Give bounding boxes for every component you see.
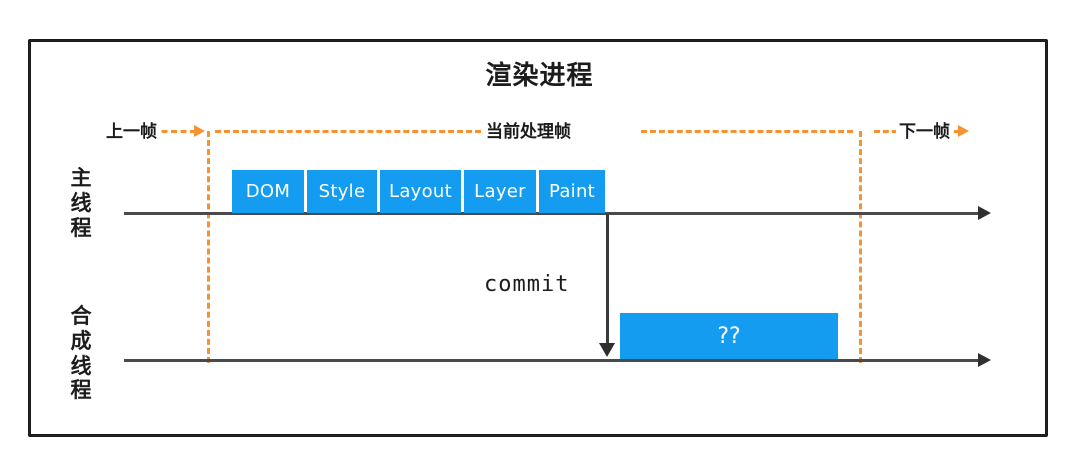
compositor-thread-arrow-icon: [978, 353, 991, 367]
previous-frame-label: 上一帧: [103, 117, 160, 142]
pipeline-stage-style[interactable]: Style: [307, 170, 377, 213]
main-thread-label-char-3: 程: [70, 215, 92, 240]
compositor-thread-label-char-3: 线: [70, 353, 92, 378]
compositor-thread-label-char-1: 合: [70, 304, 92, 328]
compositor-thread-label: 合 成 线 程: [64, 304, 98, 403]
frame-boundary-start-line: [207, 131, 210, 363]
compositor-work-box[interactable]: ??: [620, 313, 838, 359]
compositor-thread-label-char-4: 程: [70, 378, 92, 403]
previous-frame-arrow-icon: [194, 125, 205, 137]
page-title: 渲染进程: [485, 61, 594, 91]
pipeline-stage-layer[interactable]: Layer: [464, 170, 536, 213]
commit-connector-line: [606, 214, 609, 346]
current-frame-label: 当前处理帧: [483, 117, 574, 142]
main-thread-arrow-icon: [978, 206, 991, 220]
main-thread-label: 主 线 程: [64, 166, 98, 240]
main-thread-label-char-1: 主: [70, 166, 92, 190]
main-thread-timeline-axis: [124, 212, 984, 215]
diagram-outer-frame: [28, 39, 1048, 437]
main-thread-pipeline-stages: DOM Style Layout Layer Paint: [232, 170, 605, 213]
next-frame-label: 下一帧: [896, 117, 953, 142]
main-thread-label-char-2: 线: [70, 190, 92, 215]
current-frame-span-line-left: [215, 130, 481, 133]
commit-arrow-icon: [599, 343, 615, 357]
pipeline-stage-dom[interactable]: DOM: [232, 170, 304, 213]
pipeline-stage-paint[interactable]: Paint: [539, 170, 605, 213]
pipeline-stage-layout[interactable]: Layout: [380, 170, 461, 213]
next-frame-arrow-icon: [958, 125, 969, 137]
frame-boundary-end-line: [859, 131, 862, 363]
compositor-thread-label-char-2: 成: [70, 328, 92, 353]
compositor-thread-timeline-axis: [124, 359, 984, 362]
previous-frame-span-line: [152, 130, 196, 133]
commit-label: commit: [484, 272, 570, 297]
current-frame-span-line-right: [641, 130, 853, 133]
